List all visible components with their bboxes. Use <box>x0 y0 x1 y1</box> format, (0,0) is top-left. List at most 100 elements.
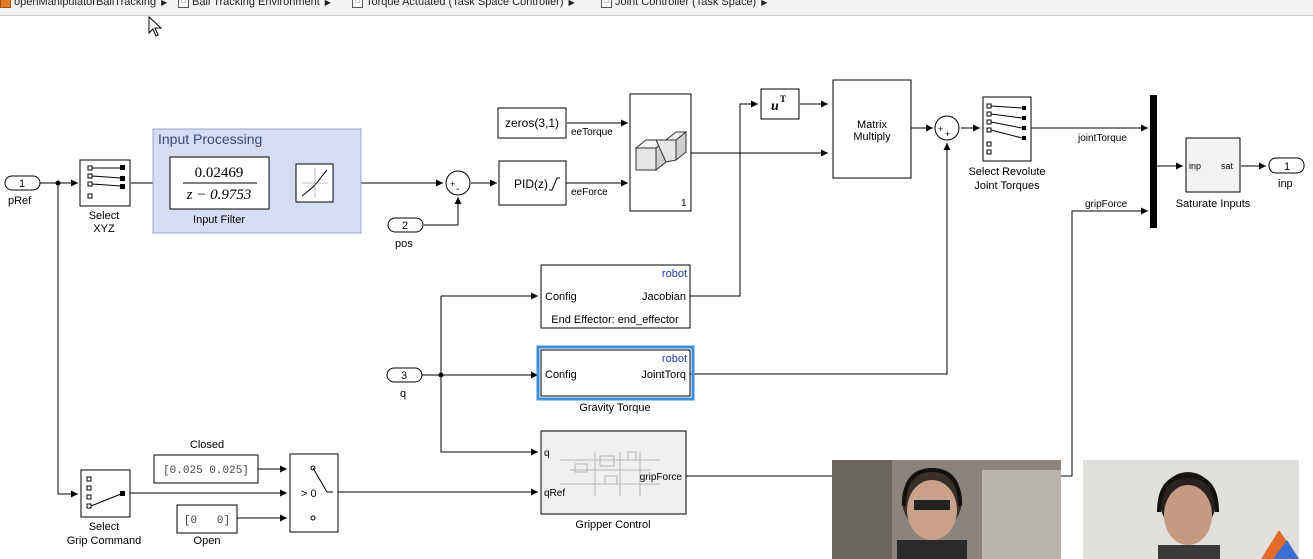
block-label: Gravity Torque <box>579 402 650 414</box>
block-label: > 0 <box>301 488 317 500</box>
mux-block[interactable] <box>1150 95 1157 228</box>
block-label: Grip Command <box>67 535 142 547</box>
switch-block[interactable]: > 0 <box>289 453 339 533</box>
block-footer: End Effector: end_effector <box>551 314 679 326</box>
port-label: qRef <box>544 488 565 499</box>
lookup-block[interactable] <box>295 163 334 203</box>
open-constant-block[interactable]: [0 0] Open <box>176 504 238 547</box>
cubes-icon <box>634 130 688 172</box>
jacobian-block[interactable]: robot Config Jacobian End Effector: end_… <box>540 264 691 329</box>
breadcrumb-item-root[interactable]: openManipulatorBallTracking ▶ <box>0 0 167 8</box>
curve-icon <box>301 169 328 197</box>
port-name: inp <box>1278 178 1293 190</box>
chevron-right-icon: ▶ <box>161 0 168 7</box>
person-icon <box>832 460 1061 559</box>
port-label: inp <box>1189 161 1201 171</box>
breadcrumb: openManipulatorBallTracking ▶ □ Ball Tra… <box>0 0 1313 16</box>
gravity-torque-block[interactable]: robot Config JointTorq Gravity Torque <box>536 345 695 414</box>
sum-block-torque[interactable]: + + <box>934 115 960 141</box>
port-label: gripForce <box>640 472 683 483</box>
svg-text:+: + <box>450 179 455 189</box>
closed-constant-block[interactable]: Closed [0.025 0.025] <box>153 439 259 484</box>
area-title: Input Processing <box>158 131 262 147</box>
signal-label: jointTorque <box>1077 133 1127 144</box>
port-name: pRef <box>8 195 32 207</box>
port-label: q <box>544 448 550 459</box>
junction-dot <box>55 180 61 186</box>
diagram-canvas[interactable]: 1 pRef Select XYZ Input Processing 0.024… <box>0 16 1313 559</box>
signal-label: eeForce <box>571 187 608 198</box>
constant-value: [0 0] <box>184 515 230 527</box>
gripper-control-block[interactable]: q qRef gripForce Gripper Control <box>540 430 687 531</box>
transpose-block[interactable]: u T <box>760 88 800 120</box>
svg-text:-: - <box>456 184 459 195</box>
select-xyz-block[interactable]: Select XYZ <box>79 159 131 235</box>
port-number: 1 <box>1284 161 1290 173</box>
signal-label: gripForce <box>1085 199 1128 210</box>
chevron-right-icon: ▶ <box>568 0 575 7</box>
signal-gravity-torque[interactable] <box>690 143 951 375</box>
block-symbol: u <box>771 99 779 114</box>
outport-inp[interactable]: 1 inp <box>1268 157 1305 190</box>
port-label: Config <box>545 369 577 381</box>
breadcrumb-item-torque-actuated[interactable]: □ Torque Actuated (Task Space Controller… <box>352 0 575 8</box>
subsystem-icon: □ <box>178 0 189 8</box>
block-label: Select Revolute <box>968 166 1045 178</box>
signal-q-branch[interactable] <box>440 296 538 456</box>
person-icon <box>1083 460 1299 559</box>
signal-jacobian[interactable] <box>690 100 758 297</box>
signal-grip-force[interactable] <box>686 207 1148 477</box>
block-label: 1 <box>681 198 687 209</box>
sum-block-error[interactable]: + - <box>445 170 471 196</box>
breadcrumb-item-environment[interactable]: □ Ball Tracking Environment ▶ <box>178 0 331 8</box>
select-grip-block[interactable]: Select Grip Command <box>67 469 142 547</box>
tf-numerator: 0.02469 <box>195 165 244 181</box>
signal-label: eeTorque <box>571 127 613 138</box>
block-symbol: T <box>780 94 786 104</box>
breadcrumb-label: Torque Actuated (Task Space Controller) <box>366 0 564 8</box>
signal-pos[interactable] <box>424 197 462 226</box>
port-label: sat <box>1221 161 1234 171</box>
constant-value: [0.025 0.025] <box>163 465 249 477</box>
inport-pref[interactable]: 1 pRef <box>4 175 41 207</box>
robot-tag: robot <box>662 268 687 280</box>
subsystem-icon: □ <box>352 0 363 8</box>
webcam-overlay-1 <box>832 460 1061 559</box>
block-label: Select <box>89 521 120 533</box>
tf-denominator: z − 0.9753 <box>186 187 252 203</box>
port-label: JointTorq <box>641 369 686 381</box>
subsystem-icon: □ <box>601 0 612 8</box>
breadcrumb-label: openManipulatorBallTracking <box>14 0 157 8</box>
svg-text:+: + <box>938 124 943 134</box>
block-label: Closed <box>190 439 224 451</box>
select-revolute-block[interactable]: Select Revolute Joint Torques <box>968 96 1046 192</box>
inport-pos[interactable]: 2 pos <box>387 217 424 250</box>
chevron-right-icon: ▶ <box>761 0 768 7</box>
pid-block[interactable]: PID(z) <box>498 160 567 206</box>
breadcrumb-item-joint-controller[interactable]: □ Joint Controller (Task Space) ▶ <box>601 0 767 8</box>
breadcrumb-label: Ball Tracking Environment <box>192 0 320 8</box>
breadcrumb-label: Joint Controller (Task Space) <box>615 0 757 8</box>
matrix-multiply-block[interactable]: Matrix Multiply <box>832 79 912 179</box>
junction-dot <box>438 372 444 378</box>
svg-text:+: + <box>945 129 950 139</box>
block-label: PID(z) <box>514 177 548 191</box>
inport-q[interactable]: 3 q <box>386 367 423 400</box>
robot-tag: robot <box>662 353 687 365</box>
block-label: Open <box>194 535 221 547</box>
subsystem-preview-icon <box>560 451 660 496</box>
port-name: pos <box>395 238 413 250</box>
zeros-constant-block[interactable]: zeros(3,1) <box>497 107 567 139</box>
port-name: q <box>400 388 406 400</box>
concatenate-block[interactable]: 1 <box>629 93 692 212</box>
port-label: Jacobian <box>642 291 686 303</box>
input-filter-block[interactable]: 0.02469 z − 0.9753 Input Filter <box>169 156 270 226</box>
block-label: Multiply <box>853 131 891 143</box>
block-label: Input Filter <box>193 214 245 226</box>
block-label: Matrix <box>857 119 887 131</box>
saturate-inputs-block[interactable]: inp sat Saturate Inputs <box>1176 137 1251 210</box>
signal-pref-to-grip[interactable] <box>57 183 78 498</box>
block-label: Gripper Control <box>575 519 650 531</box>
chevron-right-icon: ▶ <box>324 0 331 7</box>
saturation-icon <box>549 177 560 191</box>
